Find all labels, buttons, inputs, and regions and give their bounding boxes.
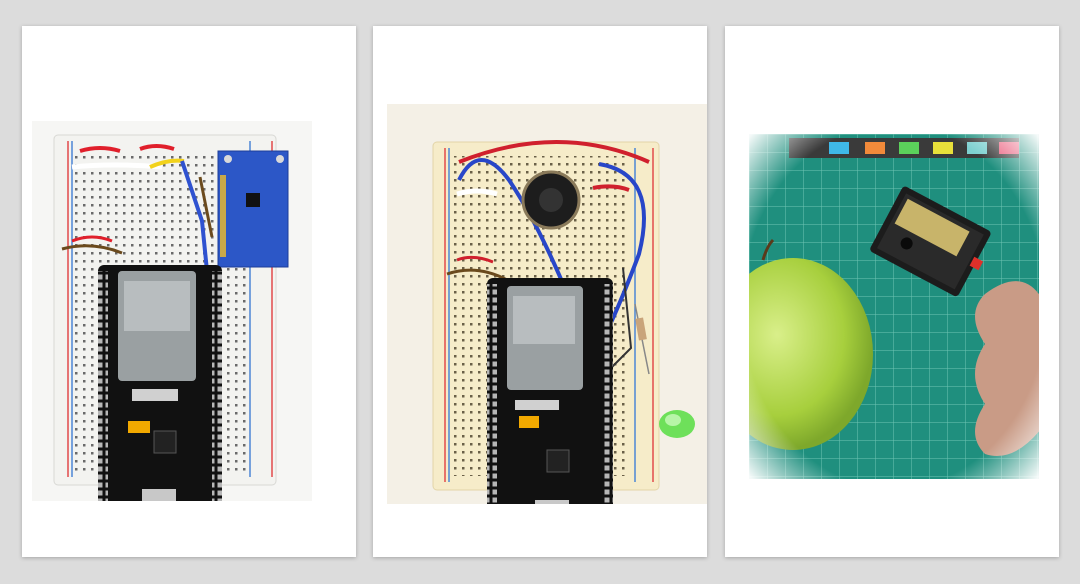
breadboard-led-illustration (432, 140, 695, 504)
breadboard-mpu-photo (32, 121, 312, 501)
breadboard-mpu-illustration (53, 134, 289, 501)
photo-card-camera-apple (725, 26, 1059, 557)
camera-apple-illustration (749, 134, 1039, 479)
photo-card-breadboard-led (373, 26, 707, 557)
camera-apple-photo (749, 134, 1039, 479)
breadboard-led-photo (387, 104, 707, 504)
photo-card-breadboard-mpu (22, 26, 356, 557)
